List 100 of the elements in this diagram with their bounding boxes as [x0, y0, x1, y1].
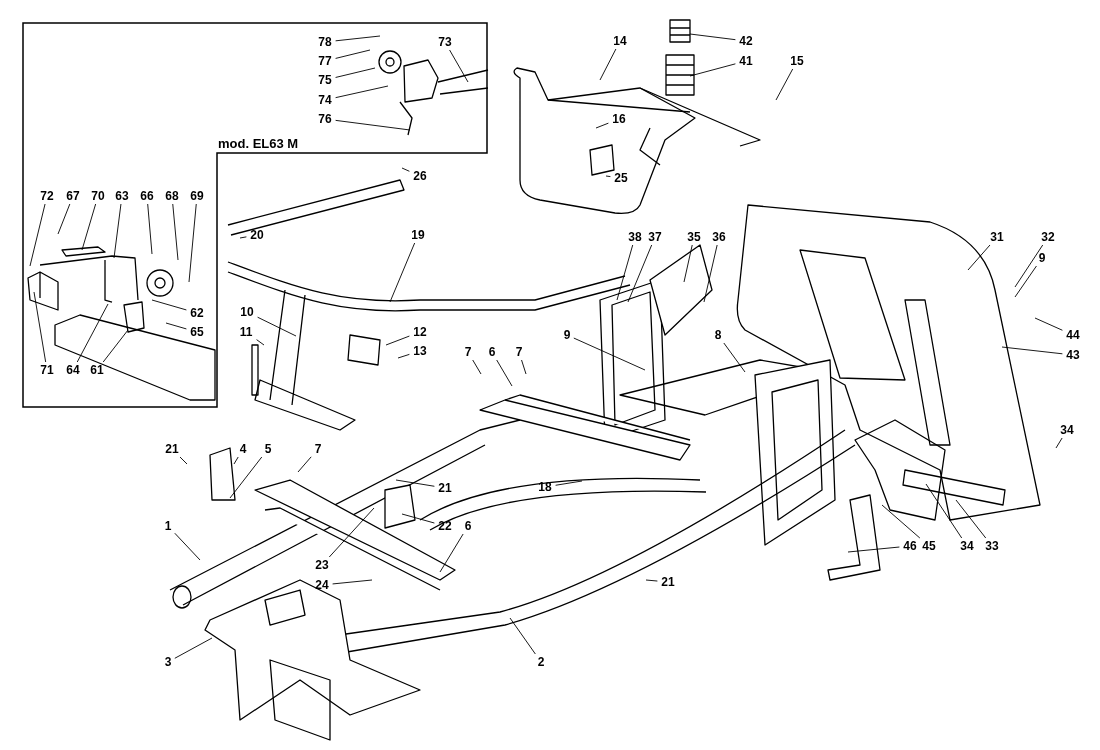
- callout-number: 8: [714, 328, 722, 342]
- callout-number: 32: [1041, 230, 1055, 244]
- leader-line: [335, 85, 389, 99]
- leader-line: [439, 533, 464, 573]
- leader-line: [401, 513, 435, 524]
- callout-number: 34: [1060, 423, 1074, 437]
- callout-number: 67: [66, 189, 80, 203]
- leader-line: [616, 244, 634, 301]
- callout-number: 1: [164, 519, 172, 533]
- leader-line: [179, 456, 188, 465]
- callout-number: 22: [438, 519, 452, 533]
- callout-number: 72: [40, 189, 54, 203]
- callout-number: 38: [628, 230, 642, 244]
- leader-line: [174, 637, 213, 659]
- leader-line: [102, 329, 129, 363]
- callout-number: 78: [318, 35, 332, 49]
- inset-heading: mod. EL63 M: [218, 136, 299, 152]
- leader-line: [472, 359, 482, 375]
- leader-line: [1055, 437, 1063, 449]
- leader-line: [335, 67, 376, 78]
- leader-line: [955, 499, 987, 539]
- callout-number: 13: [413, 344, 427, 358]
- leader-line: [29, 203, 46, 267]
- leader-line: [689, 63, 736, 77]
- callout-number: 14: [613, 34, 627, 48]
- leader-line: [599, 48, 617, 81]
- callout-number: 3: [164, 655, 172, 669]
- leader-line: [775, 68, 794, 101]
- leader-line: [57, 203, 71, 235]
- callout-number: 66: [140, 189, 154, 203]
- callout-number: 62: [190, 306, 204, 320]
- callout-number: 34: [960, 539, 974, 553]
- callout-number: 19: [411, 228, 425, 242]
- callout-number: 6: [464, 519, 472, 533]
- leader-line: [689, 33, 736, 41]
- callout-number: 63: [115, 189, 129, 203]
- leader-line: [627, 244, 653, 303]
- leader-line: [1001, 346, 1063, 355]
- leader-line: [172, 203, 179, 261]
- inset-panel: [22, 22, 488, 408]
- leader-line: [297, 456, 312, 473]
- callout-number: 21: [661, 575, 675, 589]
- callout-number: 68: [165, 189, 179, 203]
- leader-line: [113, 203, 122, 259]
- callout-number: 5: [264, 442, 272, 456]
- callout-number: 16: [612, 112, 626, 126]
- callout-number: 33: [985, 539, 999, 553]
- callout-number: 75: [318, 73, 332, 87]
- callout-number: 11: [239, 325, 253, 339]
- leader-line: [147, 203, 153, 255]
- callout-number: 36: [712, 230, 726, 244]
- callout-number: 12: [413, 325, 427, 339]
- callout-number: 7: [314, 442, 322, 456]
- callout-number: 71: [40, 363, 54, 377]
- leader-line: [328, 507, 375, 558]
- leader-line: [496, 359, 513, 387]
- leader-line: [385, 335, 410, 346]
- leader-line: [335, 49, 371, 59]
- leader-line: [257, 316, 297, 337]
- leader-line: [723, 342, 746, 373]
- callout-number: 7: [515, 345, 523, 359]
- callout-number: 35: [687, 230, 701, 244]
- callout-number: 74: [318, 93, 332, 107]
- leader-line: [401, 167, 410, 172]
- leader-line: [81, 203, 97, 251]
- callout-number: 46: [903, 539, 917, 553]
- callout-number: 43: [1066, 348, 1080, 362]
- callout-number: 31: [990, 230, 1004, 244]
- callout-number: 70: [91, 189, 105, 203]
- leader-line: [1014, 265, 1037, 298]
- leader-line: [332, 579, 373, 585]
- callout-number: 4: [239, 442, 247, 456]
- callout-number: 64: [66, 363, 80, 377]
- callout-number: 24: [315, 578, 329, 592]
- leader-line: [397, 353, 410, 359]
- leader-line: [703, 244, 718, 303]
- leader-line: [335, 119, 411, 131]
- leader-line: [847, 546, 900, 553]
- callout-number: 76: [318, 112, 332, 126]
- callout-number: 41: [739, 54, 753, 68]
- callout-number: 26: [413, 169, 427, 183]
- leader-line: [925, 483, 963, 539]
- callout-number: 44: [1066, 328, 1080, 342]
- leader-line: [1014, 244, 1044, 288]
- leader-line: [595, 122, 609, 129]
- leader-line: [174, 532, 201, 561]
- leader-line: [256, 339, 265, 346]
- callout-number: 23: [315, 558, 329, 572]
- leader-line: [389, 242, 416, 303]
- callout-number: 42: [739, 34, 753, 48]
- callout-number: 20: [250, 228, 264, 242]
- leader-line: [967, 244, 991, 271]
- callout-number: 2: [537, 655, 545, 669]
- callout-number: 69: [190, 189, 204, 203]
- callout-number: 61: [90, 363, 104, 377]
- leader-line: [229, 456, 263, 499]
- callout-number: 73: [438, 35, 452, 49]
- leader-line: [573, 337, 646, 371]
- callout-number: 65: [190, 325, 204, 339]
- leader-line: [395, 479, 435, 487]
